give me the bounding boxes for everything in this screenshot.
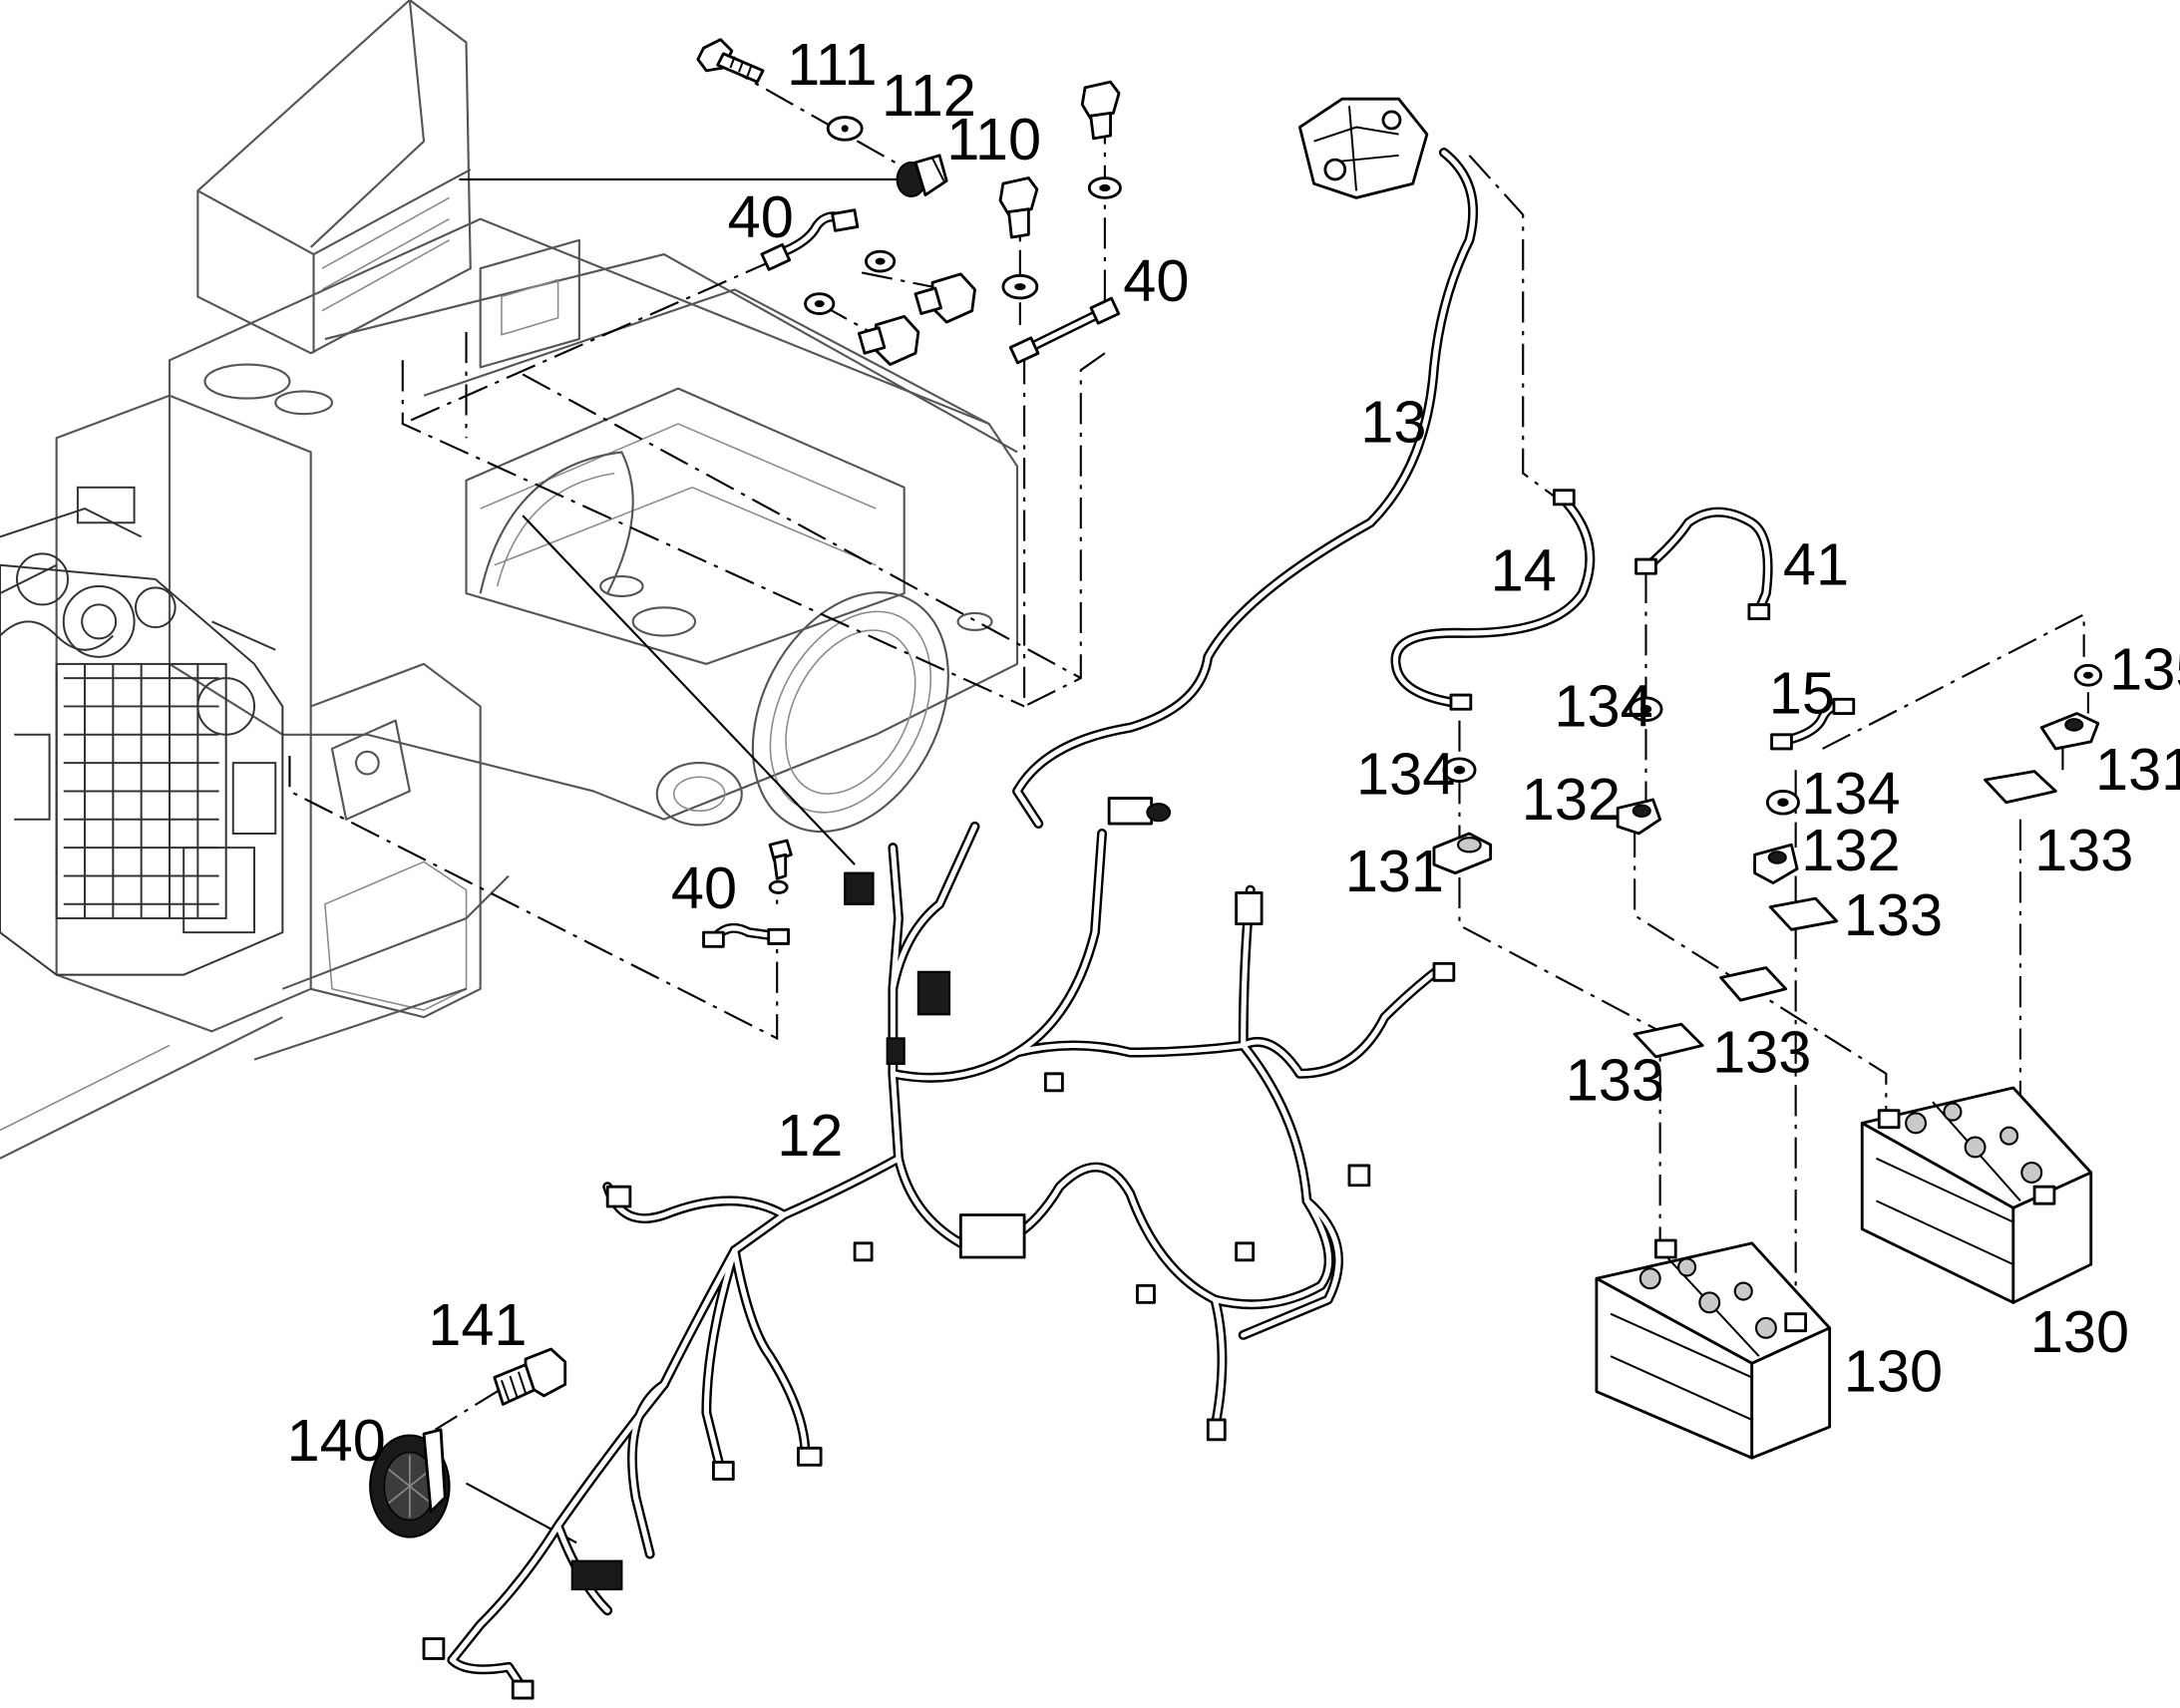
screw-141 (493, 1347, 567, 1406)
horn-140 (369, 1428, 451, 1538)
callout-140: 140 (287, 1407, 386, 1474)
ground-strap-40-top (760, 208, 860, 271)
ground-strap-40-bottom (702, 922, 790, 948)
callout-132-right: 132 (1801, 817, 1900, 883)
callout-131-right: 131 (2095, 736, 2180, 803)
callout-12: 12 (777, 1102, 843, 1169)
callout-131-left: 131 (1345, 838, 1444, 904)
callout-40-right: 40 (1123, 247, 1189, 314)
callout-40-top: 40 (728, 183, 794, 250)
screws-and-washers (768, 80, 1122, 894)
callout-134-left: 134 (1356, 740, 1455, 807)
callout-13: 13 (1360, 388, 1426, 455)
callout-112: 112 (882, 62, 976, 129)
battery-cable-13 (1012, 97, 1479, 829)
battery-130-left (1595, 1238, 1832, 1460)
callout-141: 141 (428, 1291, 527, 1358)
battery-cable-41 (1635, 507, 1773, 621)
engine-block (0, 486, 284, 976)
callout-133-mid: 133 (1712, 1018, 1811, 1085)
callout-135: 135 (2109, 635, 2180, 702)
bolt-111 (696, 38, 765, 84)
main-wiring-harness-12 (422, 797, 1456, 1700)
callout-130-left: 130 (1844, 1338, 1943, 1405)
callout-133-mid-top: 133 (1844, 881, 1943, 948)
callout-labels: 111 112 110 40 40 40 13 14 41 15 135 134… (287, 31, 2180, 1474)
battery-cable-14 (1390, 489, 1596, 711)
battery-130-right (1860, 1086, 2093, 1304)
callout-130-right: 130 (2030, 1298, 2129, 1365)
callout-110: 110 (946, 106, 1041, 172)
relay-110 (896, 154, 948, 198)
callout-132-left: 132 (1522, 766, 1621, 833)
callout-133-left: 133 (1566, 1047, 1664, 1114)
callout-40-bottom: 40 (671, 854, 737, 921)
washer-112 (826, 116, 864, 142)
callout-133-right-top: 133 (2034, 817, 2133, 883)
callout-134-right: 134 (1801, 760, 1900, 827)
callout-111: 111 (787, 31, 877, 98)
callout-14: 14 (1491, 536, 1557, 603)
battery-link-cable-15 (1770, 697, 1856, 751)
battery-terminal-hardware (1432, 663, 2103, 1059)
callout-41: 41 (1783, 531, 1849, 598)
machine-frame (0, 0, 1019, 1160)
callout-134-mid: 134 (1554, 672, 1652, 739)
assembly-leader-lines (288, 62, 2089, 1544)
ground-strap-40-right (1008, 296, 1121, 365)
callout-15: 15 (1769, 660, 1835, 727)
